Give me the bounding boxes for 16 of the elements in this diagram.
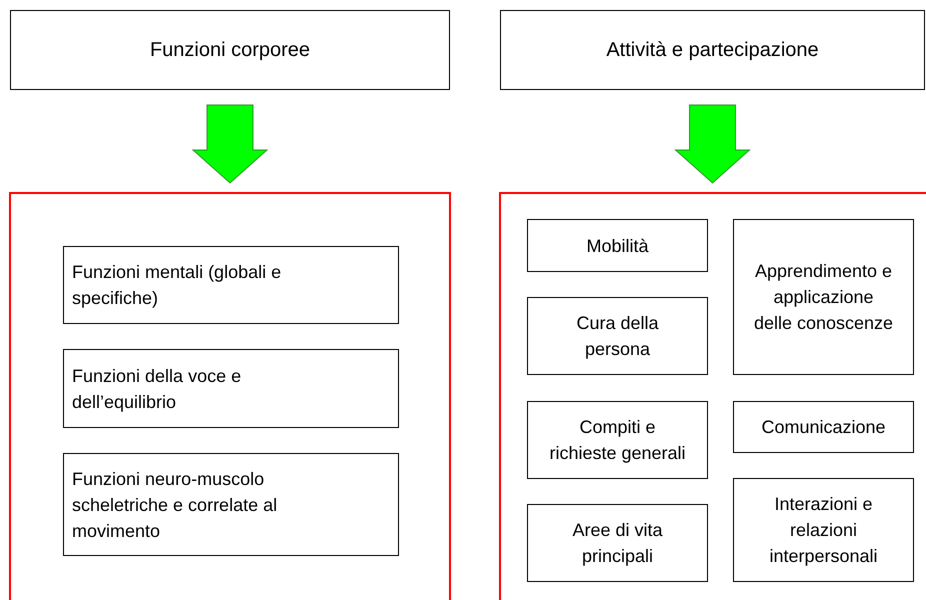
- item-box: Comunicazione: [733, 401, 914, 453]
- item-box: Compiti e richieste generali: [527, 401, 708, 479]
- heading-box: Funzioni corporee: [10, 10, 450, 90]
- heading-box: Attività e partecipazione: [500, 10, 925, 90]
- block-arrow: [674, 104, 751, 184]
- group-frame: [9, 192, 451, 600]
- item-box: Funzioni della voce e dell’equilibrio: [63, 349, 399, 428]
- item-box: Apprendimento e applicazione delle conoscenze: [733, 219, 914, 375]
- item-box: Cura della persona: [527, 297, 708, 375]
- item-box: Mobilità: [527, 219, 708, 272]
- item-box: Interazioni e relazioni interpersonali: [733, 478, 914, 582]
- block-arrow: [192, 104, 268, 184]
- item-box: Funzioni neuro-muscolo scheletriche e correlate al movimento: [63, 453, 399, 556]
- group-frame: [499, 192, 926, 600]
- item-box: Aree di vita principali: [527, 504, 708, 582]
- item-box: Funzioni mentali (globali e specifiche): [63, 246, 399, 324]
